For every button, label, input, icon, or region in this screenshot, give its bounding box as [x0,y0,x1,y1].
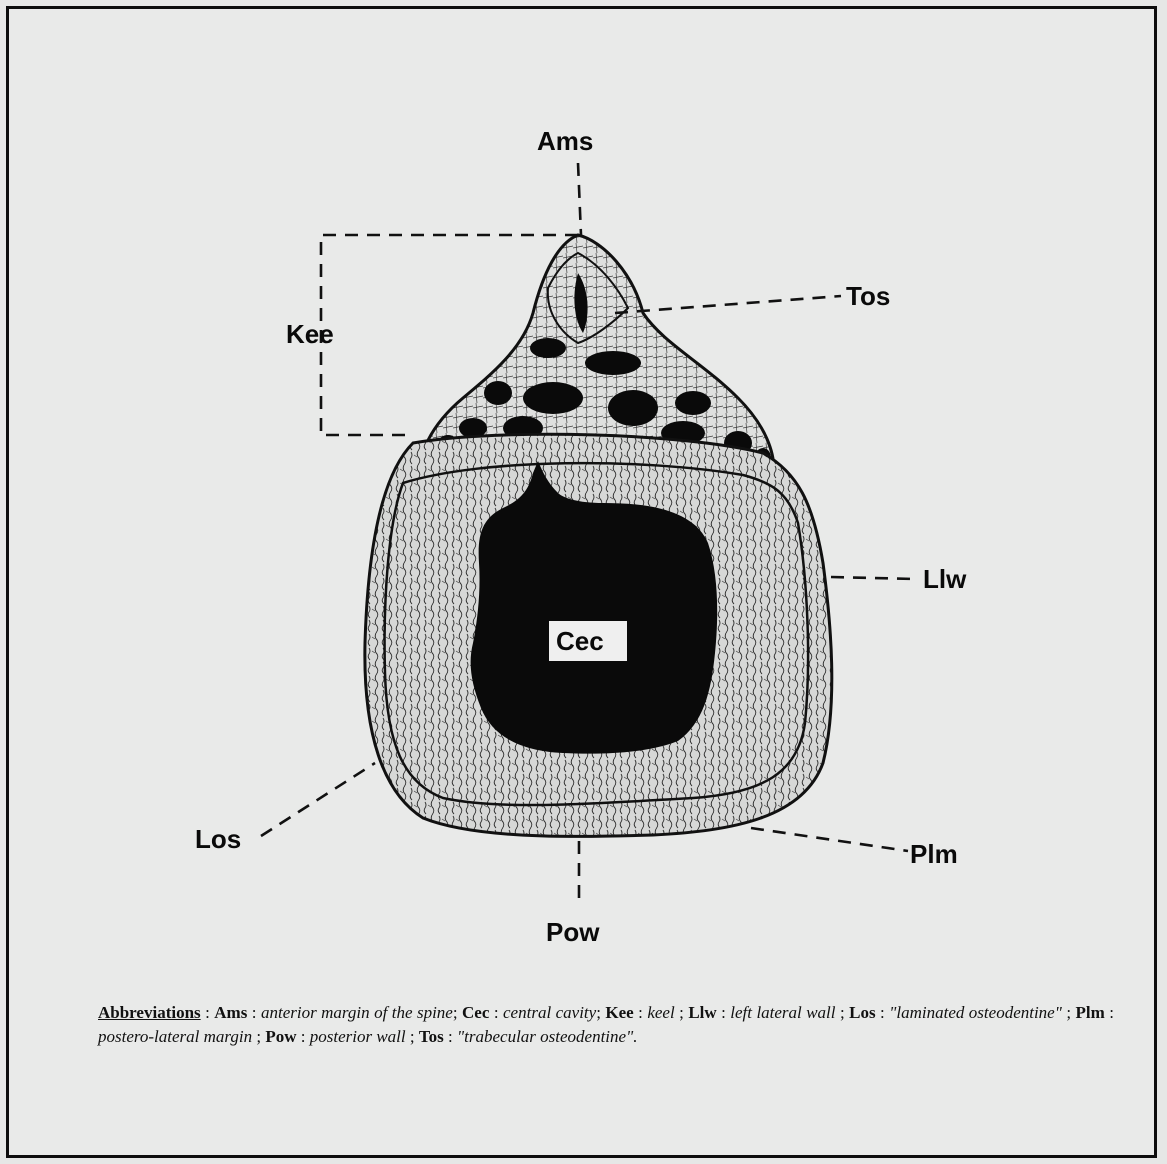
abbr-kee: Kee [605,1003,633,1022]
spine-cross-section-diagram: Ams Tos Kee Llw Cec Los Plm Pow [9,9,1160,1161]
label-pow: Pow [546,917,600,947]
tos-leader [615,296,841,313]
def-tos: "trabecular osteodentine". [457,1027,637,1046]
abbr-tos: Tos [419,1027,444,1046]
def-kee: keel [647,1003,674,1022]
abbr-los: Los [849,1003,875,1022]
caption-heading: Abbreviations [98,1003,201,1022]
def-llw: left lateral wall [730,1003,835,1022]
label-ams: Ams [537,126,593,156]
abbr-pow: Pow [265,1027,296,1046]
label-plm: Plm [910,839,958,869]
abbr-llw: Llw [688,1003,716,1022]
def-pow: posterior wall [310,1027,406,1046]
figure-frame: Ams Tos Kee Llw Cec Los Plm Pow Abbrevia… [6,6,1157,1158]
plm-leader [751,828,908,851]
abbr-ams: Ams [214,1003,247,1022]
def-los: "laminated osteodentine" [889,1003,1062,1022]
label-tos: Tos [846,281,890,311]
label-kee: Kee [286,319,334,349]
abbreviations-caption: Abbreviations : Ams : anterior margin of… [98,1001,1114,1049]
abbr-cec: Cec [462,1003,489,1022]
def-cec: central cavity [503,1003,596,1022]
label-los: Los [195,824,241,854]
def-plm: postero-lateral margin [98,1027,252,1046]
def-ams: anterior margin of the spine [261,1003,453,1022]
label-llw: Llw [923,564,967,594]
ams-leader [578,163,581,235]
label-cec: Cec [556,626,604,656]
llw-leader [831,577,915,579]
los-leader [261,763,375,836]
abbr-plm: Plm [1076,1003,1105,1022]
